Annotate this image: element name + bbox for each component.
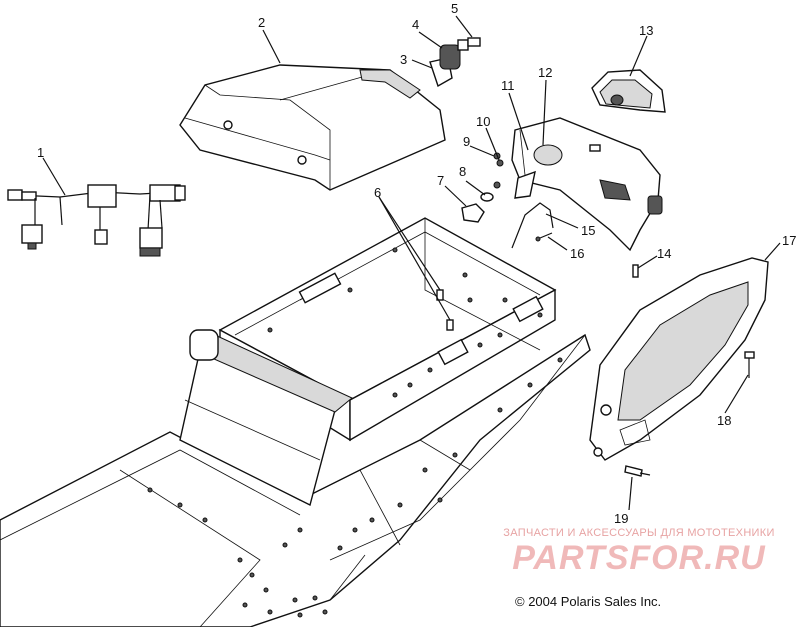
callout-8: 8 <box>459 164 466 179</box>
rear-flap <box>179 329 353 507</box>
part-11-12-storage-housing <box>511 117 663 252</box>
watermark: ЗАПЧАСТИ И АКСЕССУАРЫ ДЛЯ МОТОТЕХНИКИ PA… <box>484 527 794 577</box>
callout-12: 12 <box>538 65 552 80</box>
callout-16: 16 <box>570 246 584 261</box>
part-15-rod <box>511 202 554 249</box>
callout-3: 3 <box>400 52 407 67</box>
callout-18: 18 <box>717 413 731 428</box>
callout-11: 11 <box>501 78 515 93</box>
callout-2: 2 <box>258 15 265 30</box>
part-13-taillight <box>591 69 666 113</box>
callout-6: 6 <box>374 185 381 200</box>
part-9-10-nuts <box>493 152 504 189</box>
callout-19: 19 <box>614 511 628 526</box>
copyright-notice: © 2004 Polaris Sales Inc. <box>515 594 662 609</box>
part-7-bumper <box>461 203 485 223</box>
callout-17: 17 <box>782 233 796 248</box>
watermark-logo: PARTSFOR.RU <box>512 539 766 577</box>
part-19-bolt <box>624 465 651 477</box>
part-1-wiring-harness <box>7 184 186 257</box>
callout-5: 5 <box>451 1 458 16</box>
part-16-screw <box>535 232 553 242</box>
leader-lines <box>42 15 781 511</box>
part-3-4-5-latch <box>429 37 481 88</box>
part-17-side-panel <box>589 257 769 461</box>
callout-13: 13 <box>639 23 653 38</box>
watermark-tagline: ЗАПЧАСТИ И АКСЕССУАРЫ ДЛЯ МОТОТЕХНИКИ <box>503 527 775 539</box>
callout-4: 4 <box>412 17 419 32</box>
callout-14: 14 <box>657 246 671 261</box>
callout-7: 7 <box>437 173 444 188</box>
callout-9: 9 <box>463 134 470 149</box>
part-8-grommet <box>480 192 494 202</box>
callout-labels: 1 2 3 4 5 6 7 8 9 10 11 12 13 14 15 16 1… <box>37 1 796 526</box>
part-2-seat-cushion <box>179 64 446 191</box>
callout-1: 1 <box>37 145 44 160</box>
part-18-push-rivet <box>744 351 755 378</box>
callout-15: 15 <box>581 223 595 238</box>
callout-10: 10 <box>476 114 490 129</box>
part-14-screw <box>632 264 639 278</box>
